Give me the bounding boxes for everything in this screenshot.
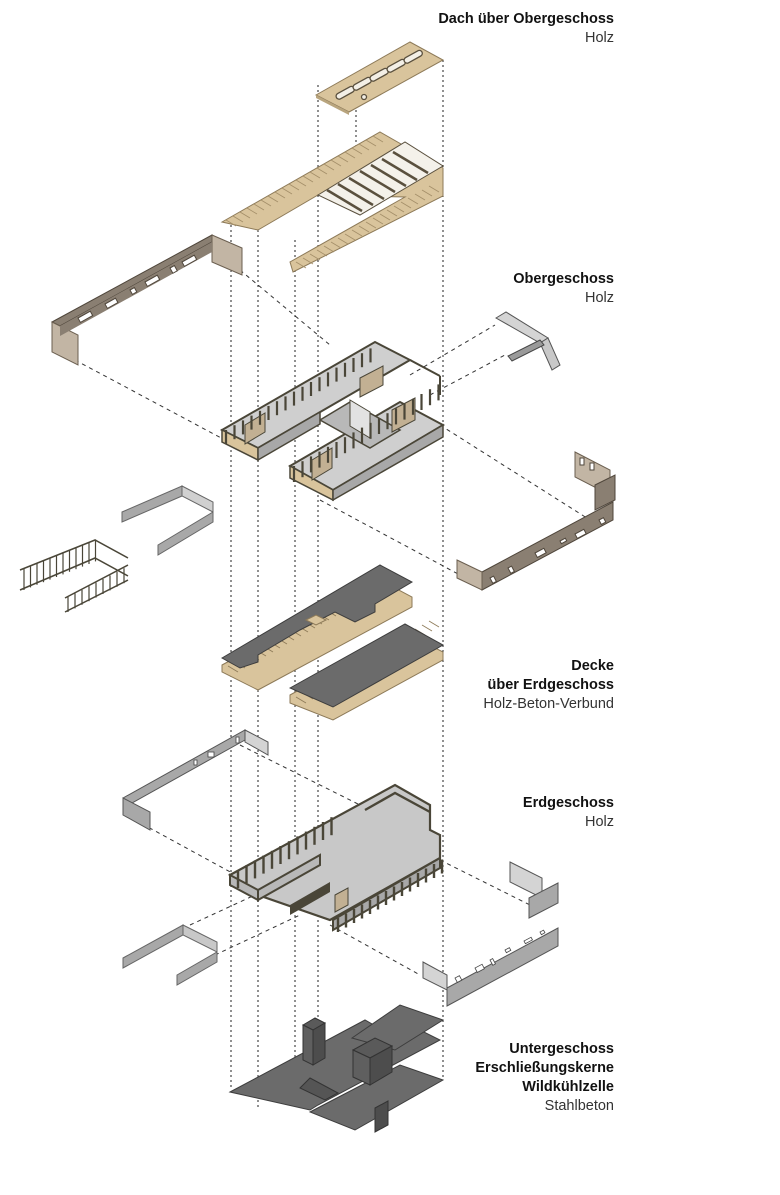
ceiling-plank [421,624,433,632]
roof-plank [365,139,377,147]
roof-plank [225,219,237,227]
label-basement-title-1: Untergeschoss [509,1041,614,1057]
roof-plank [365,221,377,229]
roof-deck [220,131,444,273]
roof-plank [239,211,251,219]
roof-plank [302,257,314,265]
roof-plank [281,187,293,195]
roof-plank [344,151,356,159]
basement-concrete [228,1004,445,1133]
roof-plank [330,159,342,167]
roof-plank [407,197,419,205]
label-basement-material: Stahlbeton [544,1098,614,1114]
upper-floor-stair [495,311,561,371]
label-roof-material: Holz [584,30,614,46]
roof-plank [274,191,286,199]
roof-plank [295,261,307,269]
roof-plank [232,215,244,223]
label-ground-floor-title: Erdgeschoss [522,795,614,811]
roof-plank [309,171,321,179]
upper-floor-right-wall [456,451,616,591]
label-upper-floor-title: Obergeschoss [513,271,614,287]
roof-plank [351,229,363,237]
label-upper-floor: Obergeschoss Holz [513,270,614,308]
roof-plank [393,205,405,213]
roof-plank [309,253,321,261]
ground-floor-right-wall [422,861,559,1007]
roof-plank [372,217,384,225]
roof-plank [337,237,349,245]
ground-floor-left-wall [122,729,269,831]
label-basement-title-2: Erschließungskerne [475,1060,614,1076]
ground-floor-frame [227,783,444,932]
roof-plank [428,185,440,193]
roof-plank [323,245,335,253]
roof-plank [379,213,391,221]
roof-plank [372,135,384,143]
label-basement-title-3: Wildkühlzelle [522,1079,614,1095]
roof-plank [267,195,279,203]
roof-plank [358,143,370,151]
roof-plank [337,155,349,163]
ceiling-slabs [220,564,445,721]
upper-floor-left-wall [50,234,243,366]
roof-plank [316,249,328,257]
roof-plank [323,163,335,171]
label-ceiling-title-2: über Erdgeschoss [487,677,614,693]
roof-plank [344,233,356,241]
roof-plank [253,203,265,211]
ceiling-plank [227,665,239,673]
label-ceiling: Decke über Erdgeschoss Holz-Beton-Verbun… [483,657,614,714]
roof-plank [316,167,328,175]
roof-plank [421,189,433,197]
label-ground-floor-material: Holz [584,814,614,830]
upper-floor-left-facade-elements [19,485,214,613]
label-ceiling-title-1: Decke [571,658,614,674]
label-upper-floor-material: Holz [584,290,614,306]
roof-plank [400,201,412,209]
label-basement: Untergeschoss Erschließungskerne Wildküh… [475,1040,614,1116]
roof-plank [295,179,307,187]
roof-plank [414,193,426,201]
roof-plank [288,183,300,191]
label-roof-title: Dach über Obergeschoss [438,11,614,27]
roof-plank [246,207,258,215]
roof-top-slab [314,41,445,115]
upper-floor-frame [219,340,446,502]
ceiling-plank [295,696,307,704]
label-roof: Dach über Obergeschoss Holz [438,10,614,48]
label-ceiling-material: Holz-Beton-Verbund [483,696,614,712]
roof-plank [351,147,363,155]
roof-plank [386,209,398,217]
roof-plank [302,175,314,183]
ground-floor-small-wall [122,924,218,986]
ceiling-plank [428,620,440,628]
label-ground-floor: Erdgeschoss Holz [523,794,614,832]
roof-plank [330,241,342,249]
roof-plank [260,199,272,207]
roof-plank [358,225,370,233]
